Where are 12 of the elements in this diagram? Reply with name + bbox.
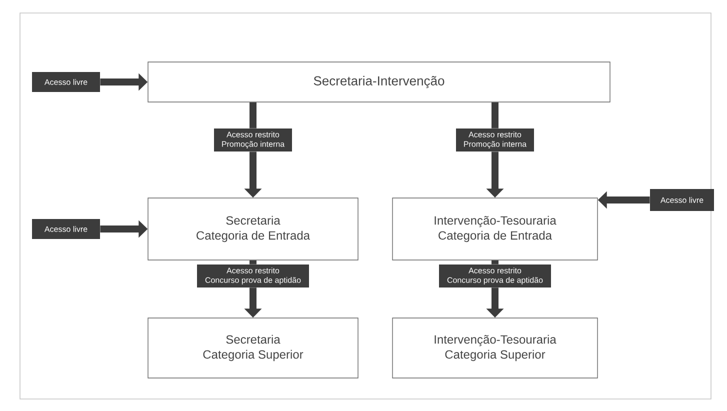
tag-box: Acesso livre xyxy=(650,189,714,211)
tag-box: Acesso restrito Concurso prova de aptidão xyxy=(439,264,551,288)
tag-box: Acesso restrito Concurso prova de aptidão xyxy=(197,264,309,288)
tag-box: Acesso restrito Promoção interna xyxy=(456,128,534,152)
process-box: Secretaria-Intervenção xyxy=(148,62,610,102)
process-box: Intervenção-Tesouraria Categoria Superior xyxy=(392,318,598,378)
process-box: Secretaria Categoria Superior xyxy=(148,318,358,378)
tag-box: Acesso livre xyxy=(32,219,100,239)
tag-box: Acesso livre xyxy=(32,72,100,92)
process-box: Intervenção-Tesouraria Categoria de Entrada xyxy=(392,198,598,260)
tag-box: Acesso restrito Promoção interna xyxy=(214,128,292,152)
process-box: Secretaria Categoria de Entrada xyxy=(148,198,358,260)
